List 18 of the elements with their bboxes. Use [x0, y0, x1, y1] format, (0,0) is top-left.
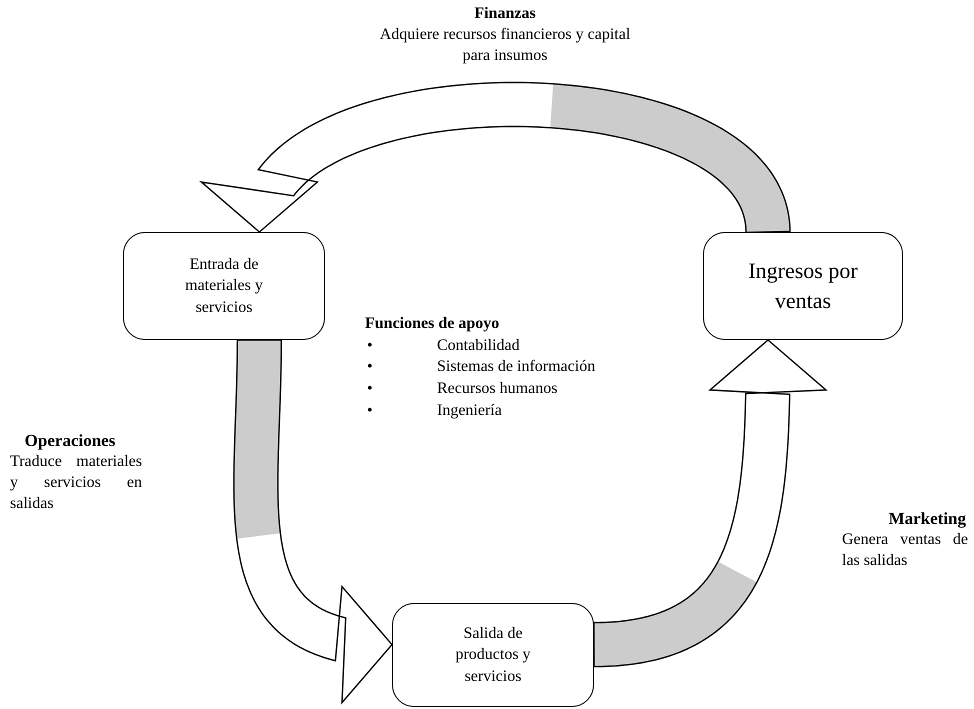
description-text: Adquiere recursos financieros y capital para insumos	[378, 24, 632, 66]
process-box: Entrada de materiales y servicios	[123, 232, 325, 340]
list-item: Recursos humanos	[437, 380, 558, 397]
description-text: Genera ventas de las salidas	[842, 530, 968, 571]
list-heading: Funciones de apoyo	[365, 314, 500, 334]
list-item: Sistemas de información	[437, 358, 596, 376]
bullet: •	[367, 357, 373, 378]
section-heading: Marketing	[888, 508, 967, 530]
list-item: Contabilidad	[437, 336, 520, 354]
section-heading: Finanzas	[473, 4, 537, 24]
bullet: •	[367, 400, 373, 421]
bullet: •	[367, 378, 373, 399]
process-box: Ingresos por ventas	[703, 232, 903, 340]
description-text: Traduce materiales y servicios en salidas	[10, 452, 142, 514]
process-box: Salida de productos y servicios	[392, 603, 594, 707]
list-item: Ingeniería	[437, 402, 502, 419]
section-heading: Operaciones	[24, 430, 116, 452]
bullet: •	[367, 336, 373, 356]
